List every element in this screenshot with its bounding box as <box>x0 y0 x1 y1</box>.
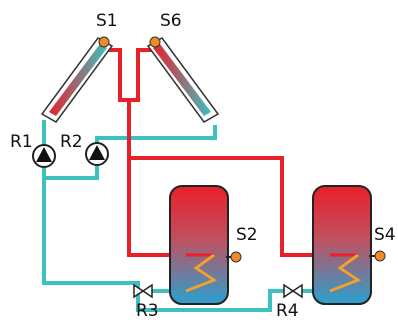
label-r4: R4 <box>276 301 299 321</box>
label-r1: R1 <box>10 132 33 152</box>
cold-pipe-r1-to-r3 <box>42 168 140 291</box>
hot-pipes <box>102 48 330 257</box>
cold-pipe-r2-to-right-collector <box>95 125 217 145</box>
label-s1: S1 <box>96 11 118 31</box>
valve-r3 <box>133 283 153 299</box>
valve-r4 <box>283 283 303 299</box>
cold-pipe-r3-to-r4 <box>136 289 285 312</box>
sensor-s4 <box>374 250 386 262</box>
tank-2 <box>312 185 386 305</box>
label-r3: R3 <box>136 301 159 321</box>
hot-pipe-to-tank1 <box>127 100 186 257</box>
sensor-s2 <box>230 251 242 263</box>
tank-1 <box>169 185 242 305</box>
hot-pipe-collector-bridge <box>102 48 152 102</box>
collector-right <box>146 37 220 123</box>
collector-left <box>40 37 114 123</box>
sensor-s1 <box>98 36 110 48</box>
label-r2: R2 <box>60 132 83 152</box>
sensor-s6 <box>149 36 161 48</box>
pump-r2 <box>85 142 109 166</box>
label-s4: S4 <box>374 225 396 245</box>
hot-pipe-to-tank2 <box>129 156 330 257</box>
cold-pipe-r1-r2-link <box>44 163 99 180</box>
label-s2: S2 <box>236 225 258 245</box>
pump-r1 <box>32 144 56 168</box>
label-s6: S6 <box>160 11 182 31</box>
